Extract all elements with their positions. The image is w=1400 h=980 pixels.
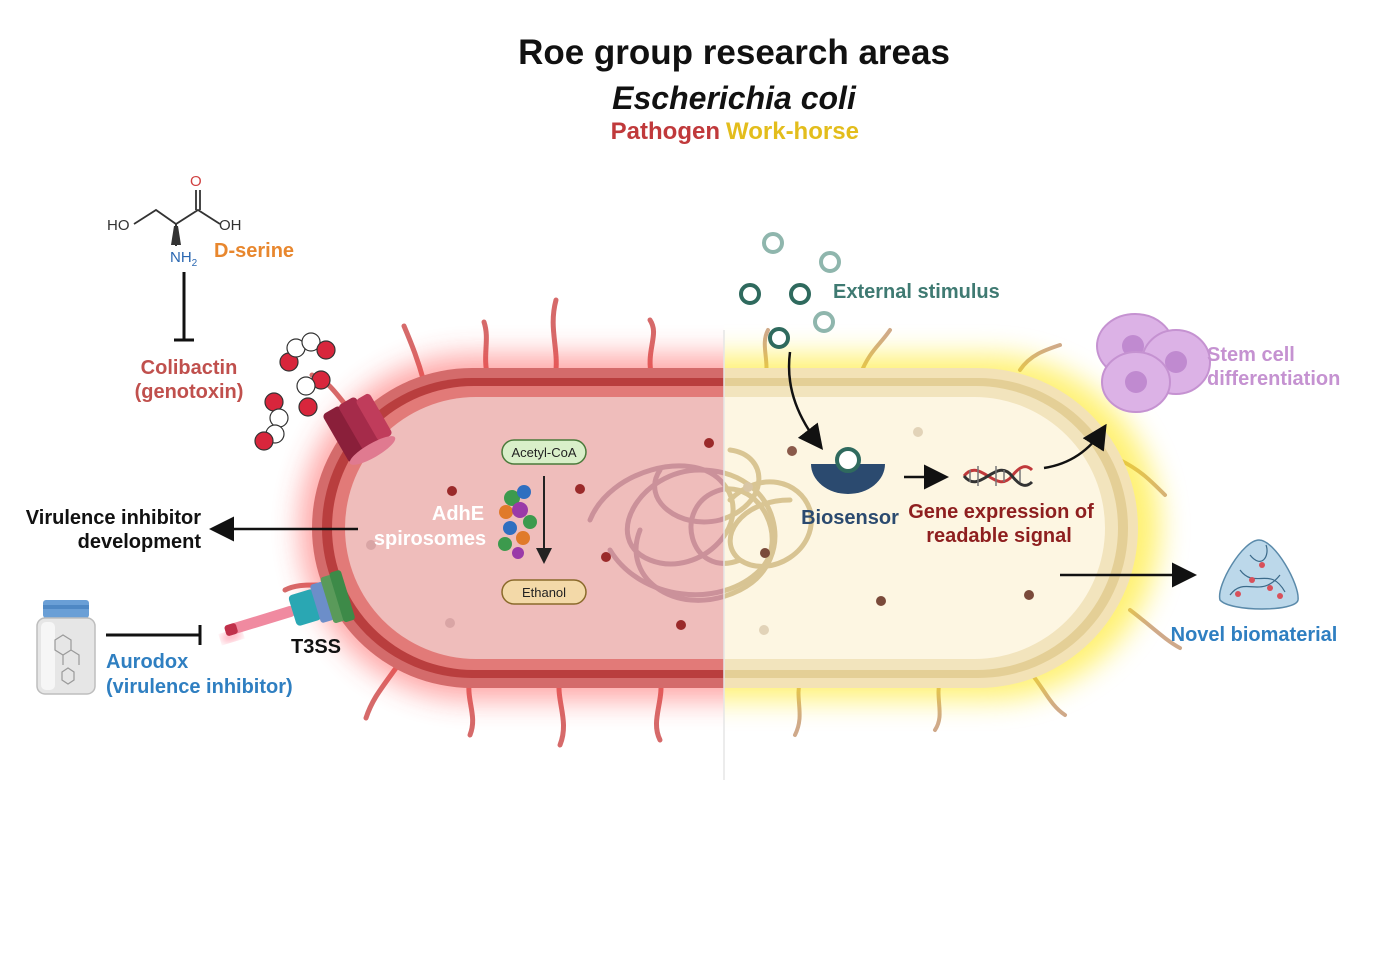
stem-cell-label-1: Stem cell: [1207, 344, 1295, 366]
efflux-pump-icon: [323, 393, 396, 465]
ethanol-pill: Ethanol: [501, 579, 587, 605]
protein-icon: [498, 485, 537, 559]
mol-oh: OH: [219, 217, 242, 234]
bottle-icon: [36, 600, 96, 695]
stem-cell-icon: [1096, 313, 1211, 413]
mol-ho: HO: [107, 217, 130, 234]
dserine-inhibition-arrow: [174, 272, 194, 342]
receptor-icon: [811, 447, 885, 494]
workhorse-tag: Work-horse: [726, 118, 859, 145]
t3ss-label: T3SS: [291, 636, 341, 658]
adhe-label-2: spirosomes: [374, 528, 486, 550]
stem-cell-arrow: [1043, 423, 1107, 470]
ethanol-label: Ethanol: [522, 585, 566, 600]
biomaterial-icon: [1218, 539, 1299, 610]
page-title: Roe group research areas: [518, 33, 950, 72]
gene-expression-label-1: Gene expression of: [908, 501, 1094, 523]
chromosome-tangle: [587, 447, 814, 603]
colibactin-chain-icon: [254, 332, 336, 451]
aurodox-label-2: (virulence inhibitor): [106, 676, 293, 698]
wedge-bond: [171, 226, 181, 245]
virulence-label-2: development: [78, 531, 202, 553]
mol-nh2: NH2: [170, 249, 198, 269]
mol-o: O: [190, 173, 202, 190]
pathogen-tag: Pathogen: [611, 118, 720, 145]
t3ss-needle-icon: [221, 570, 355, 644]
gene-expression-label-2: readable signal: [926, 525, 1072, 547]
colibactin-label-2: (genotoxin): [135, 381, 244, 403]
external-stimulus-label: External stimulus: [833, 281, 1000, 303]
colibactin-label-1: Colibactin: [141, 357, 238, 379]
cell-right-half: [724, 368, 1138, 688]
d-serine-label: D-serine: [214, 240, 294, 262]
stimulus-arrow: [787, 351, 824, 450]
acetyl-coa-pill: Acetyl-CoA: [501, 439, 587, 465]
stimulus-molecules: [739, 232, 841, 349]
virulence-label-1: Virulence inhibitor: [26, 507, 201, 529]
aurodox-label-1: Aurodox: [106, 651, 188, 673]
subtitle: Escherichia coli: [612, 80, 857, 116]
stem-cell-label-2: differentiation: [1207, 368, 1340, 390]
dna-icon: [962, 465, 1034, 487]
aurodox-inhibition-arrow: [106, 625, 202, 645]
biosensor-label: Biosensor: [801, 507, 899, 529]
biomaterial-label: Novel biomaterial: [1171, 624, 1338, 646]
acetyl-coa-label: Acetyl-CoA: [511, 445, 576, 460]
adhe-label-1: AdhE: [432, 503, 484, 525]
cytoplasm-dots: [366, 427, 1034, 635]
